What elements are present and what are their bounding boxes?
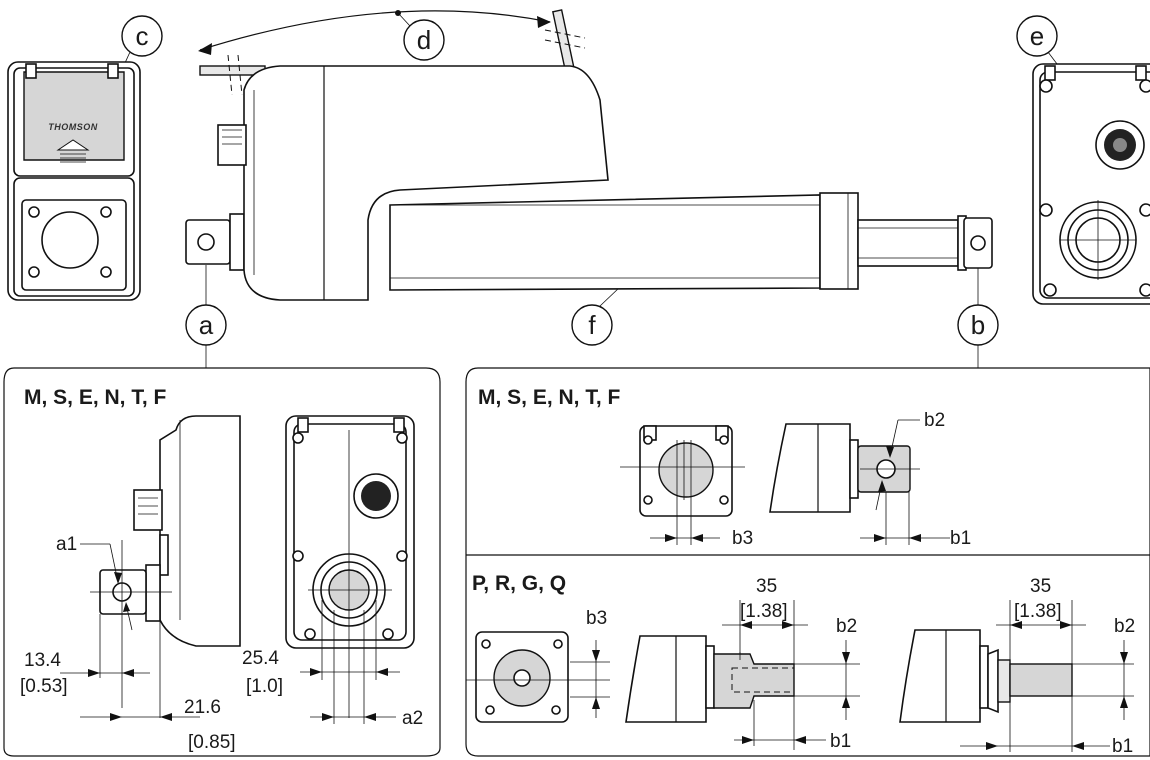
label-a2: a2 [402, 708, 423, 729]
svg-text:c: c [136, 21, 149, 51]
svg-text:d: d [417, 25, 431, 55]
label-b2-bottom-b: b2 [1114, 616, 1135, 637]
label-b2-bottom-a: b2 [836, 616, 857, 637]
svg-text:b: b [971, 310, 985, 340]
dim-35-b: 35 [1030, 576, 1051, 597]
actuator-side-view [185, 65, 993, 301]
front-view [1032, 63, 1150, 305]
callout-a: a [185, 265, 227, 368]
svg-text:e: e [1030, 21, 1044, 51]
thomson-logo-text: THOMSON [48, 122, 98, 132]
front-bottom-header: P, R, G, Q [472, 572, 566, 595]
dim-0-85: [0.85] [188, 732, 236, 753]
label-b1-bottom-b: b1 [1112, 736, 1133, 757]
front-top-header: M, S, E, N, T, F [478, 386, 621, 409]
callout-f: f [571, 284, 623, 346]
svg-text:a: a [199, 310, 214, 340]
label-b3-top: b3 [732, 528, 753, 549]
dim-25-4: 25.4 [242, 648, 279, 669]
dim-1-38-b: [1.38] [1014, 601, 1062, 622]
callout-d: d [403, 19, 445, 61]
label-b3-bottom: b3 [586, 608, 607, 629]
label-b1-top: b1 [950, 528, 971, 549]
label-a1: a1 [56, 534, 77, 555]
label-b1-bottom-a: b1 [830, 731, 851, 752]
rear-panel-header: M, S, E, N, T, F [24, 386, 167, 409]
dim-35-a: 35 [756, 576, 777, 597]
dim-13-4: 13.4 [24, 650, 61, 671]
front-clevis-panels: M, S, E, N, T, F b3 b1 b2 [465, 367, 1150, 757]
svg-text:f: f [588, 310, 596, 340]
dim-21-6: 21.6 [184, 697, 221, 718]
rear-view-with-cover: THOMSON [7, 61, 141, 301]
label-b2-top: b2 [924, 410, 945, 431]
callout-b: b [957, 265, 999, 368]
dim-1-0: [1.0] [246, 676, 283, 697]
rear-clevis-panel: M, S, E, N, T, F a1 13.4 [0.53] 21.6 [3, 367, 441, 757]
dim-1-38-a: [1.38] [740, 601, 788, 622]
dim-0-53: [0.53] [20, 676, 68, 697]
